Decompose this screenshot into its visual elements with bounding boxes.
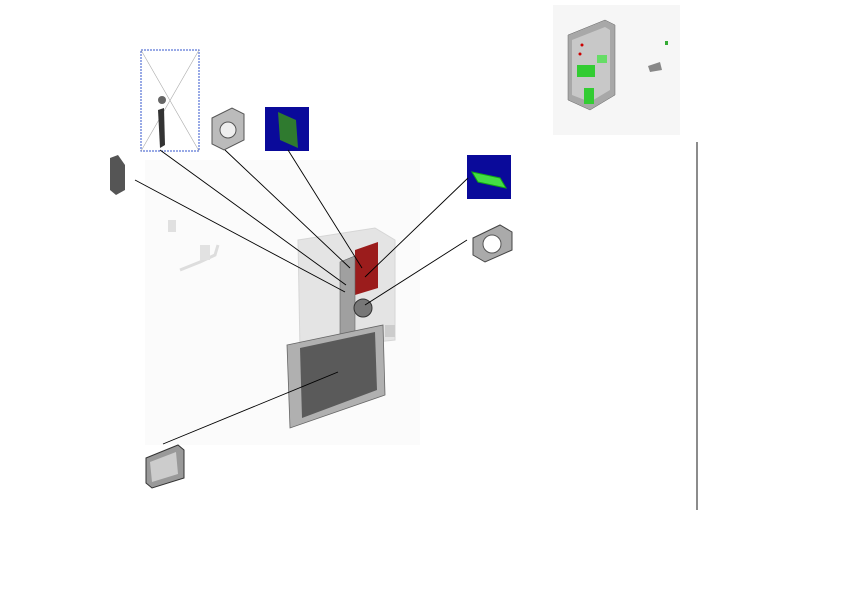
leader-line <box>287 149 363 269</box>
leader-line <box>159 149 347 286</box>
center-bracket[interactable] <box>339 255 356 339</box>
memory-module-part[interactable] <box>467 155 511 199</box>
fan[interactable] <box>353 298 373 318</box>
missing-image-placeholder <box>140 49 200 152</box>
leader-line <box>364 177 469 278</box>
overview-thumbnail <box>553 5 680 135</box>
drive-module-part[interactable] <box>145 444 185 489</box>
leader-line <box>364 239 468 306</box>
ghost-assembly <box>145 160 420 445</box>
highlighted-board[interactable] <box>355 242 378 295</box>
lower-chassis[interactable] <box>286 324 395 429</box>
fan-housing-part[interactable] <box>211 107 245 151</box>
circuit-board-part[interactable] <box>265 107 309 151</box>
fan-bracket-part[interactable] <box>472 224 513 263</box>
leader-line <box>162 371 339 445</box>
side-bracket-part[interactable] <box>110 155 125 195</box>
leader-line <box>134 179 346 293</box>
leader-lines <box>134 142 698 510</box>
leader-line <box>224 149 351 269</box>
